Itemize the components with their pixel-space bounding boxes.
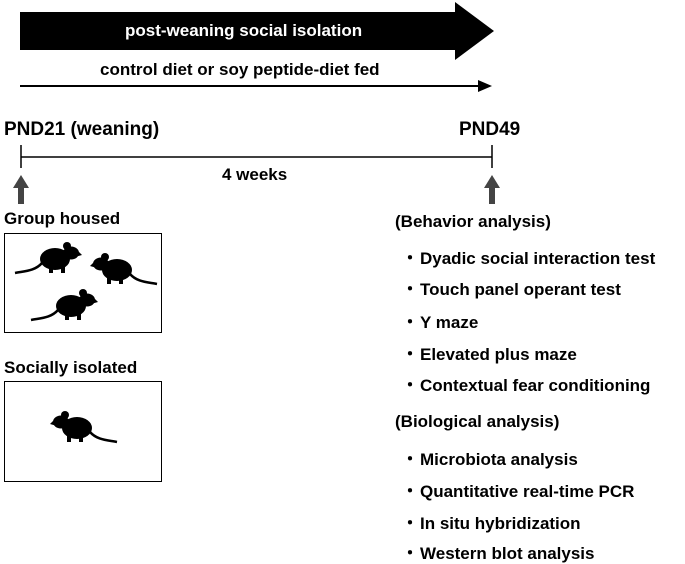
biological-item: ・Microbiota analysis [400, 445, 578, 470]
bullet: ・ [401, 544, 419, 563]
behavior-heading: (Behavior analysis) [395, 212, 551, 231]
behavior-item-label: Elevated plus maze [420, 345, 577, 364]
diet-arrow-head [478, 80, 492, 92]
biological-item-label: Microbiota analysis [420, 450, 578, 469]
mouse-icon [48, 409, 119, 444]
bullet: ・ [401, 313, 419, 332]
bullet: ・ [401, 482, 419, 501]
biological-item-label: Western blot analysis [420, 544, 595, 563]
behavior-item-label: Touch panel operant test [420, 280, 621, 299]
isolation-arrow-label: post-weaning social isolation [125, 21, 363, 40]
isolated-label: Socially isolated [4, 358, 138, 377]
timeline-end-label: PND49 [459, 119, 521, 140]
behavior-item-label: Y maze [420, 313, 479, 332]
bullet: ・ [401, 345, 419, 364]
bullet: ・ [401, 249, 419, 268]
biological-item-label: Quantitative real-time PCR [420, 482, 635, 501]
timeline-start-label: PND21 (weaning) [4, 119, 160, 140]
duration-label: 4 weeks [222, 165, 288, 184]
end-up-arrow [484, 175, 500, 204]
biological-item-label: In situ hybridization [420, 514, 581, 533]
behavior-item: ・Touch panel operant test [400, 275, 621, 300]
bullet: ・ [401, 280, 419, 299]
biological-item: ・Western blot analysis [400, 539, 595, 564]
group-housed-box [4, 233, 162, 333]
group-housed-label: Group housed [4, 209, 121, 228]
mouse-icon [29, 287, 100, 322]
bullet: ・ [401, 376, 419, 395]
mouse-icon [88, 251, 159, 286]
behavior-item: ・Contextual fear conditioning [400, 371, 651, 396]
biological-heading: (Biological analysis) [395, 412, 560, 431]
bullet: ・ [401, 450, 419, 469]
isolated-box [4, 381, 162, 482]
behavior-item: ・Elevated plus maze [400, 340, 577, 365]
biological-item: ・Quantitative real-time PCR [400, 477, 635, 502]
mouse-icon [13, 240, 84, 275]
behavior-item-label: Contextual fear conditioning [420, 376, 651, 395]
behavior-item: ・Y maze [400, 308, 479, 333]
diet-arrow-label: control diet or soy peptide-diet fed [100, 60, 380, 79]
isolation-arrow [20, 2, 494, 60]
behavior-item-label: Dyadic social interaction test [420, 249, 656, 268]
behavior-item: ・Dyadic social interaction test [400, 244, 656, 269]
bullet: ・ [401, 514, 419, 533]
biological-item: ・In situ hybridization [400, 509, 581, 534]
start-up-arrow [13, 175, 29, 204]
